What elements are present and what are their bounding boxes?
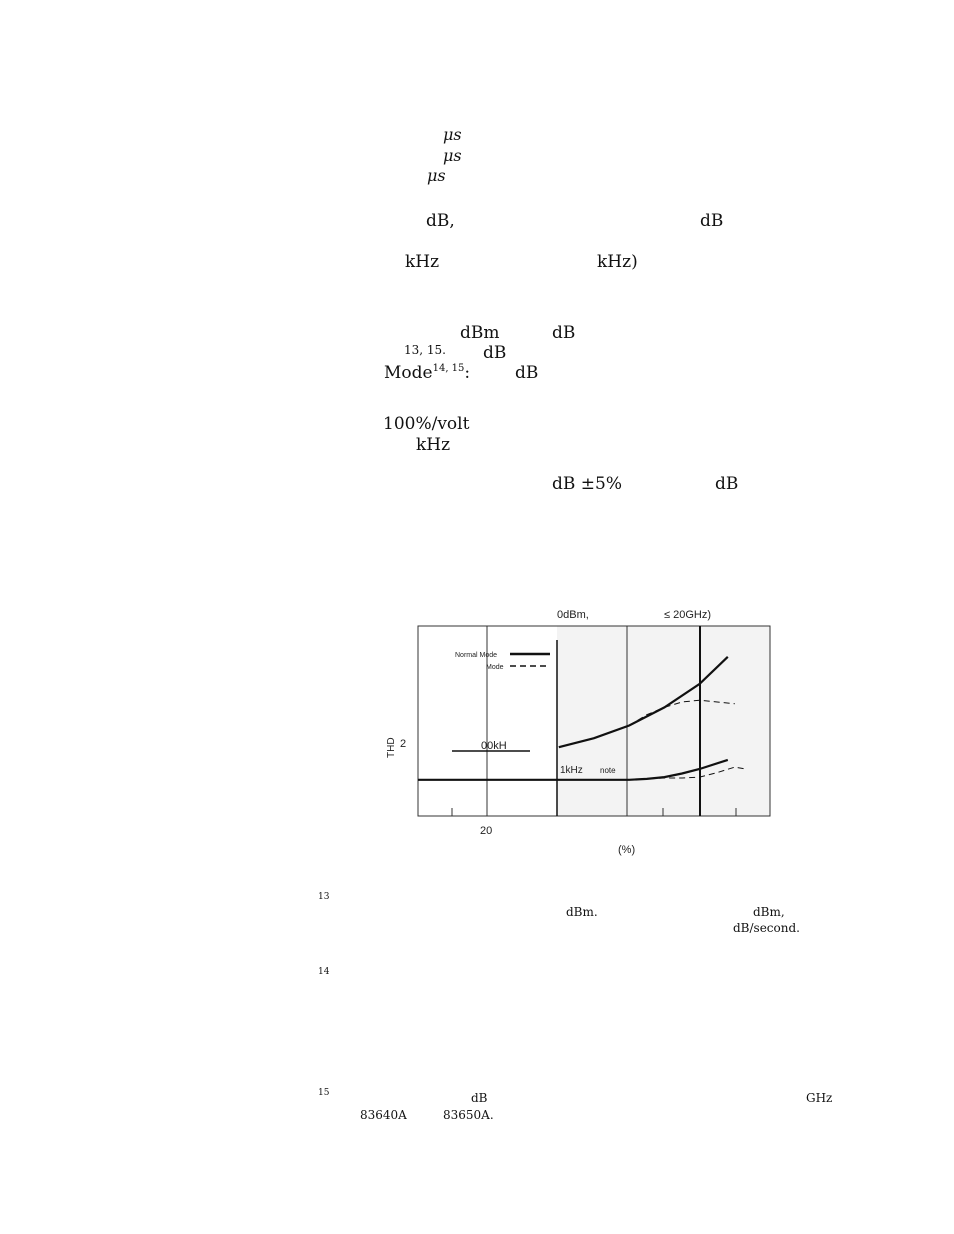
y-tick-label: 2 [400, 738, 406, 750]
series-line-0 [558, 656, 729, 749]
unit-db: dB [483, 343, 507, 363]
chart-title-part: ≤ 20GHz) [664, 609, 711, 621]
unit-microseconds: μs [427, 166, 446, 185]
unit-db-percent: dB ±5% [552, 474, 622, 494]
unit-khz: kHz [416, 435, 451, 455]
label-1khz: 1kHz [560, 765, 583, 776]
unit-microseconds: μs [443, 146, 462, 165]
unit-khz: kHz [405, 252, 440, 272]
footnote-ref: 13, 15. [404, 343, 446, 357]
series-line-1 [628, 699, 735, 726]
unit-db: dB [515, 363, 539, 383]
thd-chart: 0dBm, ≤ 20GHz) Normal Mode Mode 00kH 1kH… [386, 609, 771, 856]
shaded-region [557, 626, 770, 816]
series-line-2 [418, 758, 729, 781]
footnote-number: 14 [318, 967, 330, 977]
footnote-unit: dBm. [566, 905, 598, 919]
label-100khz: 00kH [481, 740, 507, 752]
x-axis-label: (%) [618, 844, 635, 856]
model-number: 83640A [360, 1108, 407, 1122]
unit-microseconds: μs [443, 125, 462, 144]
unit-dbm: dBm [460, 323, 500, 343]
legend-mode-label: Mode [486, 664, 504, 671]
unit-khz: kHz) [597, 252, 638, 272]
unit-db: dB [715, 474, 739, 494]
unit-db: dB, [426, 211, 455, 231]
footnote-unit: dB/second. [733, 921, 800, 935]
series-line-3 [629, 766, 746, 781]
unit-percent-per-volt: 100%/volt [383, 414, 470, 434]
x-tick-label: 20 [480, 825, 492, 837]
footnote-number: 15 [318, 1088, 330, 1098]
model-number: 83650A. [443, 1108, 494, 1122]
chart-title-part: 0dBm, [557, 609, 589, 621]
footnote-number: 13 [318, 892, 330, 902]
legend-normal-label: Normal Mode [455, 652, 497, 659]
label-note: note [600, 766, 616, 775]
unit-db: dB [552, 323, 576, 343]
y-axis-label: THD [386, 737, 397, 758]
footnote-unit: GHz [806, 1091, 833, 1105]
unit-db: dB [700, 211, 724, 231]
footnote-unit: dBm, [753, 905, 785, 919]
mode-label: Mode14, 15: [384, 363, 471, 383]
footnote-unit: dB [471, 1091, 488, 1105]
